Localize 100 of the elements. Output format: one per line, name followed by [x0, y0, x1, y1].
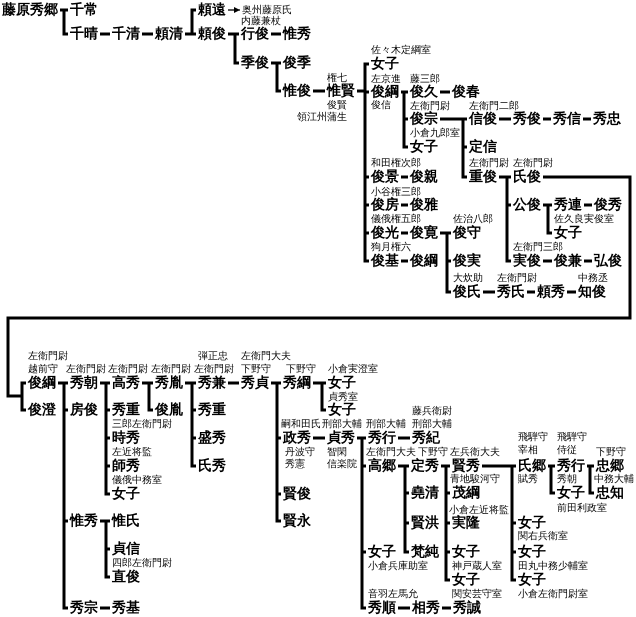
person-name: 師秀: [110, 458, 142, 474]
person-name: 女子: [326, 402, 358, 418]
person-name: 秀紀: [410, 430, 442, 446]
person-name: 女子: [516, 516, 548, 530]
clan-name: 奥州藤原氏: [240, 4, 294, 16]
lineage-line: [401, 260, 408, 262]
person-name: 俊久: [408, 84, 440, 100]
person-name: 秀重: [110, 402, 142, 418]
person-name: 信俊: [467, 112, 499, 126]
person-name: 秀忠: [591, 112, 623, 126]
title-annotation: 権七: [327, 72, 347, 84]
person-name: 俊寛: [408, 226, 440, 240]
title-annotation: 飛騨守: [557, 432, 587, 442]
title-annotation: 智閑: [327, 446, 347, 458]
person-name: 知俊: [576, 284, 608, 300]
person-name: 高秀: [110, 376, 142, 390]
title-annotation: 下野守: [286, 364, 316, 374]
title-annotation: 儀俄権五郎: [371, 214, 421, 224]
person-name: 俊綱: [369, 84, 401, 100]
person-name: 秀兼: [196, 376, 228, 390]
person-name: 俊基: [369, 254, 401, 268]
person-name: 季俊: [239, 56, 271, 70]
person-name: 俊秀: [592, 198, 624, 212]
person-name: 秀連: [552, 198, 584, 212]
title-annotation: 音羽左馬允: [368, 588, 418, 600]
title-annotation: 左兵衛大夫: [450, 446, 500, 458]
title-annotation: 飛騨守: [518, 432, 548, 442]
lineage-line: [583, 118, 591, 120]
lineage-line: [228, 32, 239, 64]
title-annotation: 大炊助: [453, 272, 483, 284]
lineage-line: [313, 90, 325, 92]
lineage-line: [543, 204, 552, 234]
person-name: 秀俊: [511, 112, 543, 126]
person-name: 氏俊: [511, 170, 543, 184]
title-annotation: 領江州蒲生: [297, 112, 347, 122]
title-annotation: 関安芸守室: [452, 588, 502, 600]
person-name: 俊宗: [408, 112, 440, 126]
lineage-line: [271, 62, 281, 92]
person-name: 秀朝: [68, 376, 100, 390]
arrow: [228, 7, 240, 13]
title-annotation: 左衛門尉: [469, 158, 509, 168]
person-name: 女子: [552, 226, 584, 240]
title-annotation: 左衛門尉: [194, 364, 234, 374]
person-name: 女子: [366, 544, 398, 560]
person-name: 俊胤: [153, 402, 185, 418]
person-name: 惟俊: [281, 84, 313, 98]
person-name: 直俊: [110, 570, 142, 584]
person-name: 千清: [110, 26, 142, 42]
person-name: 女子: [555, 486, 587, 500]
person-name: 秀貞: [239, 376, 271, 390]
person-name: 行俊: [239, 26, 271, 42]
title-annotation: 前田利政室: [557, 502, 607, 514]
title-annotation: 左衛門大夫: [241, 350, 291, 362]
person-name: 惟秀: [68, 514, 100, 528]
person-name: 堯清: [409, 486, 441, 500]
person-name: 女子: [516, 572, 548, 588]
person-name: 女子: [326, 376, 358, 390]
lineage-line: [100, 32, 110, 36]
title-annotation: 信楽院: [327, 458, 357, 470]
person-name: 盛秀: [196, 430, 228, 446]
title-annotation: 左衛門尉: [151, 364, 191, 374]
person-name: 秀氏: [495, 284, 527, 300]
person-name: 忠郷: [594, 458, 626, 474]
person-name: 頼秀: [535, 284, 567, 300]
lineage-line: [543, 260, 552, 262]
person-name: 頼俊: [196, 26, 228, 42]
person-name: 頼清: [153, 26, 185, 42]
person-name: 貞信: [110, 542, 142, 556]
title-annotation: 左衛門尉: [28, 350, 68, 362]
lineage-line: [401, 232, 408, 234]
person-name: 弘俊: [592, 254, 624, 268]
title-annotation: 佐治八郎: [453, 214, 493, 224]
title-annotation: 丹波守: [285, 446, 315, 458]
person-name: 高郷: [366, 458, 398, 474]
lineage-line: [584, 260, 592, 262]
title-annotation: 佐久良実俊室: [554, 214, 614, 224]
person-name: 藤原秀郷: [0, 2, 60, 18]
person-name: 氏秀: [196, 458, 228, 474]
person-name: 頼遠: [196, 2, 228, 18]
title-annotation: 左衛門尉: [410, 100, 450, 112]
lineage-line: [228, 382, 239, 384]
title-annotation: 下野守: [241, 364, 271, 374]
title-annotation: 藤三郎: [410, 74, 440, 84]
lineage-line: [398, 436, 410, 440]
person-name: 俊綱: [26, 376, 58, 390]
lineage-line: [587, 464, 594, 494]
person-name: 実隆: [450, 516, 482, 530]
person-name: 女子: [450, 544, 482, 560]
person-name: 俊光: [369, 226, 401, 240]
person-name: 俊兼: [552, 254, 584, 268]
person-name: 実俊: [511, 254, 543, 268]
person-name: 秀行: [555, 458, 587, 474]
title-annotation: 左衛門尉: [66, 364, 106, 374]
title-annotation: 宰相: [518, 444, 538, 456]
title-annotation: 中務大輔: [594, 474, 634, 484]
lineage-line: [58, 382, 68, 610]
person-name: 千常: [68, 2, 100, 18]
person-name: 俊実: [451, 254, 483, 268]
title-annotation: 佐々木定綱室: [371, 44, 431, 56]
title-annotation: 関右兵衛室: [518, 530, 568, 542]
